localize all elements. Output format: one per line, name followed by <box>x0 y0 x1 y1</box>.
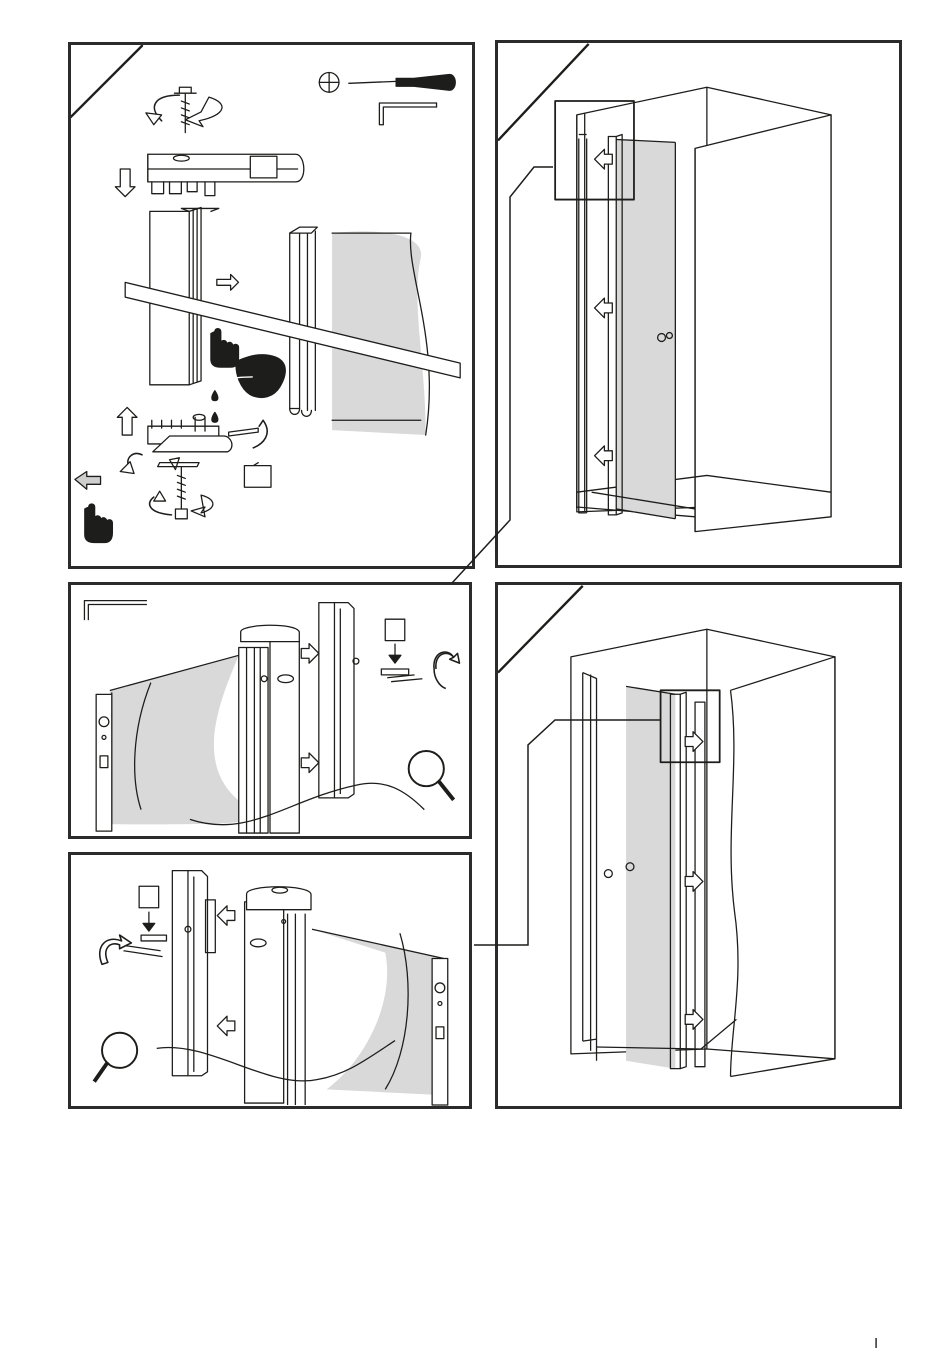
rotation-arrow-icon <box>434 652 460 688</box>
right-arrow-icon-1 <box>301 644 319 664</box>
hinge-assembly-illustration <box>71 45 472 566</box>
left-arrow-icon-1 <box>595 149 613 169</box>
allen-key-icon <box>379 103 436 125</box>
bottom-hinge-block <box>148 414 258 451</box>
right-arrow-icon-1 <box>685 732 703 752</box>
left-arrow-icon-2 <box>595 298 613 318</box>
corner-marker <box>71 46 142 117</box>
drop-icon-1 <box>212 391 218 401</box>
top-hinge-block <box>247 887 311 910</box>
label-box-bottom <box>244 466 271 488</box>
page-number: I <box>874 1336 878 1351</box>
pointing-hand-icon <box>211 329 239 367</box>
corner-marker <box>498 44 589 141</box>
panel-door-recess-right <box>495 582 902 1109</box>
right-arrow-icon-2 <box>301 753 319 773</box>
right-arrow-icon-3 <box>685 1010 703 1030</box>
left-arrow-icon-3 <box>595 446 613 466</box>
shower-recess-illustration-left <box>498 43 899 565</box>
up-arrow-icon <box>117 407 137 435</box>
left-arrow-icon-2 <box>217 1016 235 1036</box>
glass-door <box>616 139 675 518</box>
left-arrow-gray-icon <box>75 472 101 490</box>
magnifying-glass-icon <box>94 1033 137 1082</box>
allen-key-icon <box>84 601 147 621</box>
panel-hinge-assembly <box>68 42 475 569</box>
spirit-level-icon <box>96 694 112 831</box>
wall-profile-left-illustration <box>71 585 469 836</box>
spirit-level-icon <box>432 959 448 1105</box>
label-box <box>385 619 405 640</box>
phillips-screwdriver-icon <box>319 72 455 92</box>
down-arrow-icon <box>115 169 135 197</box>
door-knob-left <box>604 870 612 878</box>
corner-marker <box>498 586 583 673</box>
label-box <box>139 886 159 907</box>
magnifying-glass-icon <box>409 751 454 800</box>
pointing-hand-icon-bottom <box>85 504 113 542</box>
left-arrow-icon-1 <box>217 906 235 926</box>
shower-recess-illustration-right <box>498 585 899 1106</box>
rotation-arrow-icon-right <box>253 420 267 448</box>
rotation-arrow-icon <box>100 935 132 964</box>
drop-icon-2 <box>212 412 218 422</box>
top-hinge-block <box>241 625 300 641</box>
top-screw-icon <box>174 87 196 132</box>
panel-door-recess-left <box>495 40 902 568</box>
glass-door <box>626 686 675 1068</box>
wall-profile-right-illustration <box>71 855 469 1106</box>
panel-wall-profile-right <box>68 852 472 1109</box>
top-hinge-block <box>148 154 304 195</box>
panel-wall-profile-left <box>68 582 472 839</box>
right-arrow-icon-2 <box>685 872 703 892</box>
glass-panel <box>110 655 259 824</box>
label-box-top <box>250 156 277 178</box>
left-arrow-icon <box>217 274 239 290</box>
bottom-screw-icon <box>175 468 187 519</box>
